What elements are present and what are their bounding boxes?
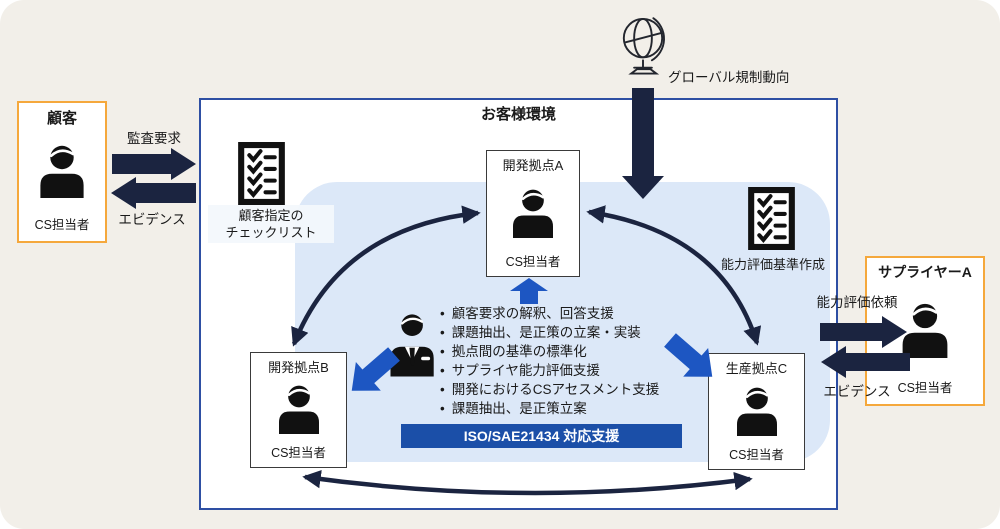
customer-checklist-icon	[238, 142, 285, 205]
site-prod-c-role: CS担当者	[729, 448, 784, 462]
customer-checklist-label: 顧客指定の チェックリスト	[208, 205, 334, 243]
customer-box: 顧客 CS担当者	[17, 101, 107, 243]
audit-request-label: 監査要求	[127, 131, 181, 146]
environment-title: お客様環境	[480, 106, 556, 123]
site-prod-c-title: 生産拠点C	[725, 361, 788, 376]
customer-title: 顧客	[46, 110, 77, 127]
support-item: 課題抽出、是正策の立案・実装	[440, 323, 712, 342]
site-dev-b-role: CS担当者	[271, 446, 326, 460]
support-item: 顧客要求の解釈、回答支援	[440, 304, 712, 323]
support-list: 顧客要求の解釈、回答支援課題抽出、是正策の立案・実装拠点間の基準の標準化サプライ…	[440, 304, 712, 418]
evidence-left-label: エビデンス	[118, 212, 186, 227]
globe-icon	[612, 6, 674, 88]
customer-checklist-line2: チェックリスト	[225, 225, 317, 240]
global-regulation-label: グローバル規制動向	[668, 70, 790, 85]
site-box-dev-a: 開発拠点A CS担当者	[486, 150, 580, 277]
site-dev-b-title: 開発拠点B	[268, 360, 329, 375]
site-dev-a-role: CS担当者	[505, 255, 561, 269]
supplier-title: サプライヤーA	[878, 264, 972, 280]
site-box-dev-b: 開発拠点B CS担当者	[250, 352, 347, 468]
consultant-icon	[386, 308, 440, 382]
person-icon	[506, 188, 560, 238]
capability-standard-label: 能力評価基準作成	[720, 257, 825, 272]
site-dev-a-title: 開発拠点A	[502, 158, 564, 173]
site-box-prod-c: 生産拠点C CS担当者	[708, 353, 805, 470]
support-item: 開発におけるCSアセスメント支援	[440, 380, 712, 399]
capability-request-label: 能力評価依頼	[816, 295, 898, 310]
customer-role: CS担当者	[34, 218, 90, 232]
support-item: 拠点間の基準の標準化	[440, 342, 712, 361]
supplier-box: サプライヤーA CS担当者	[865, 256, 985, 406]
evidence-right-label: エビデンス	[823, 384, 891, 399]
capability-checklist-icon	[748, 187, 795, 250]
person-icon	[730, 386, 784, 436]
person-icon	[272, 384, 326, 434]
supplier-role: CS担当者	[897, 381, 953, 395]
iso-banner: ISO/SAE21434 対応支援	[401, 424, 682, 448]
support-item: サプライヤ能力評価支援	[440, 361, 712, 380]
person-icon	[33, 144, 91, 198]
customer-checklist-line1: 顧客指定の	[238, 208, 304, 223]
support-item: 課題抽出、是正策立案	[440, 399, 712, 418]
